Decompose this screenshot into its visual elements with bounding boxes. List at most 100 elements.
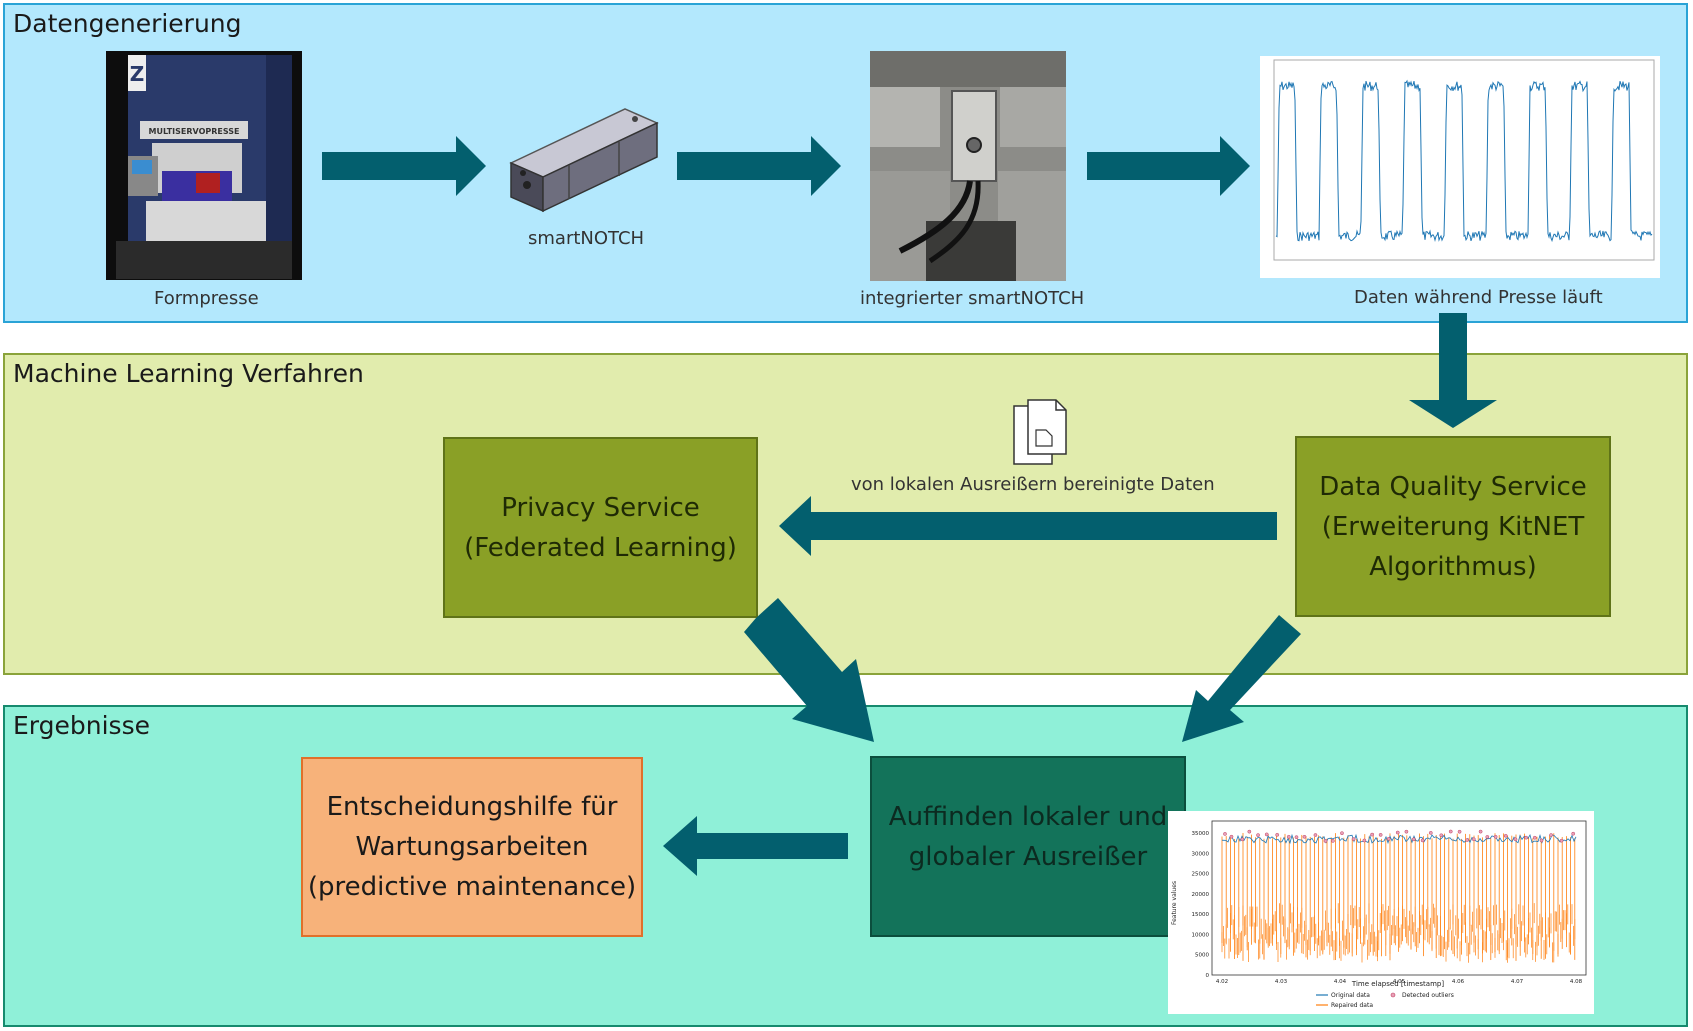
plot-ytick-label: 10000 <box>1192 932 1210 938</box>
outlier-detection-box: Auffinden lokaler und globaler Ausreißer <box>870 756 1186 937</box>
data-quality-service-box: Data Quality Service (Erweiterung KitNET… <box>1295 436 1611 617</box>
privacy-service-box: Privacy Service (Federated Learning) <box>443 437 758 618</box>
arrow-quality-to-outliers <box>1182 615 1301 742</box>
arrow-quality-to-privacy <box>779 496 1277 556</box>
plot-xtick-label: 4.06 <box>1452 979 1465 985</box>
caption-formpresse: Formpresse <box>154 288 259 309</box>
plot-outlier-point <box>1264 832 1269 837</box>
plot-legend: Original data Repaired data Detected out… <box>1316 992 1454 1009</box>
plot-outlier-point <box>1457 829 1462 834</box>
plot-outlier-point <box>1420 838 1425 843</box>
plot-outlier-point <box>1286 834 1291 839</box>
outlier-line2: globaler Ausreißer <box>908 841 1148 872</box>
plot-outlier-point <box>1370 832 1374 837</box>
plot-outlier-point <box>1524 835 1528 840</box>
arrow-privacy-to-outliers <box>744 598 874 742</box>
plot-outlier-point <box>1549 833 1553 837</box>
plot-outlier-point <box>1503 833 1508 838</box>
section-title: Machine Learning Verfahren <box>13 359 364 388</box>
plot-xtick-label: 4.05 <box>1393 979 1406 985</box>
plot-original-line <box>1221 833 1577 845</box>
plot-xlabel: Time elapsed [timestamp] <box>1351 980 1444 988</box>
plot-outlier-point <box>1448 829 1453 834</box>
plot-outlier-point <box>1465 838 1470 842</box>
plot-outlier-point <box>1275 832 1280 837</box>
data-quality-line3: Algorithmus) <box>1369 551 1537 582</box>
plot-outlier-point <box>1340 831 1344 836</box>
plot-outlier-point <box>1539 838 1544 843</box>
plot-outlier-point <box>1331 839 1335 843</box>
plot-xtick-label: 4.02 <box>1216 979 1228 985</box>
section-title: Datengenerierung <box>13 9 242 38</box>
plot-outlier-point <box>1378 833 1383 837</box>
sensor-data-plot <box>1260 56 1660 278</box>
data-quality-line2: (Erweiterung KitNET <box>1321 511 1585 542</box>
plot-outlier-point <box>1294 835 1299 840</box>
plot-outlier-point <box>1559 838 1564 843</box>
plot-outlier-point <box>1493 834 1498 839</box>
plot-outlier-point <box>1395 830 1400 835</box>
svg-text:Z: Z <box>130 62 145 86</box>
plot-outlier-point <box>1256 833 1260 837</box>
arrow-outliers-to-maintenance <box>663 816 848 876</box>
plot-outlier-point <box>1428 831 1433 835</box>
plot-outlier-point <box>1362 838 1367 843</box>
maintenance-line2: Wartungsarbeiten <box>355 832 589 862</box>
caption-smartnotch: smartNOTCH <box>528 228 645 249</box>
privacy-service-line2: (Federated Learning) <box>464 532 737 563</box>
predictive-maintenance-box: Entscheidungshilfe für Wartungsarbeiten … <box>301 757 643 937</box>
forming-press-image: MULTISERVOPRESSE Z <box>106 51 302 280</box>
section-title: Ergebnisse <box>13 711 150 740</box>
plot-outlier-point <box>1532 835 1537 840</box>
plot-outlier-point <box>1351 837 1356 841</box>
plot-xtick-label: 4.07 <box>1511 979 1524 985</box>
plot-outlier-point <box>1313 833 1318 837</box>
caption-daten-presse: Daten während Presse läuft <box>1354 287 1603 308</box>
plot-outlier-point <box>1404 829 1409 834</box>
plot-ytick-label: 30000 <box>1192 851 1210 857</box>
plot-outlier-point <box>1247 829 1252 834</box>
plot-ytick-label: 20000 <box>1192 892 1210 898</box>
caption-integrierter-smartnotch: integrierter smartNOTCH <box>860 288 1085 309</box>
plot-outlier-point <box>1439 833 1444 838</box>
arrow-integrated-to-data <box>1087 136 1250 196</box>
arrow-data-to-quality <box>1409 313 1497 428</box>
arrow-notch-to-integrated <box>677 136 841 196</box>
plot-ytick-label: 15000 <box>1192 912 1210 918</box>
plot-outlier-point <box>1240 837 1245 842</box>
plot-outlier-point <box>1513 837 1518 842</box>
data-quality-line1: Data Quality Service <box>1319 471 1587 502</box>
outlier-line1: Auffinden lokaler und <box>888 801 1168 832</box>
plot-ytick-label: 5000 <box>1195 953 1209 959</box>
plot-xtick-label: 4.08 <box>1570 979 1583 985</box>
plot-outlier-point <box>1411 837 1416 842</box>
plot-ytick-label: 35000 <box>1192 831 1210 837</box>
plot-xtick-label: 4.04 <box>1334 979 1347 985</box>
svg-text:MULTISERVOPRESSE: MULTISERVOPRESSE <box>148 127 239 136</box>
privacy-service-line1: Privacy Service <box>501 492 700 523</box>
legend-outliers: Detected outliers <box>1402 992 1454 999</box>
legend-repaired: Repaired data <box>1331 1002 1373 1009</box>
plot-outlier-point <box>1571 831 1576 836</box>
plot-outlier-point <box>1323 839 1328 843</box>
plot-ytick-label: 25000 <box>1192 872 1210 878</box>
plot-ytick-label: 0 <box>1206 973 1210 979</box>
arrow-press-to-notch <box>322 136 486 196</box>
integrated-smartnotch-image <box>870 51 1066 281</box>
document-copy-icon <box>1013 399 1067 465</box>
caption-bereinigte-daten: von lokalen Ausreißern bereinigte Daten <box>851 474 1215 495</box>
plot-outlier-point <box>1386 836 1391 841</box>
plot-ylabel: Feature values <box>1171 881 1178 925</box>
outlier-plot: 0 5000 10000 15000 20000 25000 30000 35000 4.02… <box>1168 811 1594 1014</box>
maintenance-line3: (predictive maintenance) <box>307 872 637 902</box>
plot-outlier-point <box>1223 832 1227 836</box>
maintenance-line1: Entscheidungshilfe für <box>326 792 618 822</box>
plot-outlier-point <box>1478 829 1483 834</box>
legend-original: Original data <box>1331 992 1370 999</box>
plot-outlier-point <box>1485 835 1490 839</box>
plot-outlier-point <box>1302 834 1307 839</box>
plot-outlier-point <box>1229 834 1234 839</box>
plot-outlier-point <box>1471 837 1476 842</box>
plot-xtick-label: 4.03 <box>1275 979 1288 985</box>
